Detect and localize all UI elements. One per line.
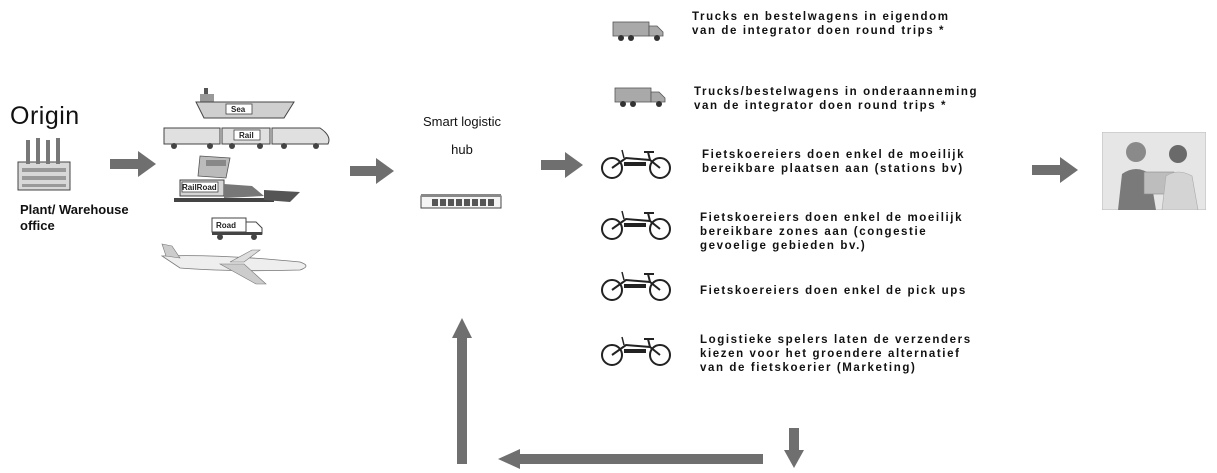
arrow-right-icon (350, 158, 394, 184)
option-text-4: Fietskoereiers doen enkel de moeilijk be… (700, 212, 964, 252)
origin-subtitle-line1: Plant/ Warehouse (20, 202, 129, 217)
hub-title-line1: Smart logistic (422, 114, 502, 129)
origin-subtitle-line2: office (20, 218, 55, 233)
option-text-6: Logistieke spelers laten de verzenders k… (700, 334, 972, 374)
truck-icon (614, 87, 666, 107)
arrow-left-icon (498, 449, 763, 469)
origin-subtitle: Plant/ Warehouse office (20, 202, 150, 234)
transport-modes: Sea Rail RailRoad Road (160, 88, 330, 285)
option-text-3: Fietskoereiers doen enkel de moeilijk be… (702, 149, 966, 175)
cargo-bike-icon (601, 149, 671, 179)
truck-icon (612, 21, 664, 41)
road-label: Road (216, 221, 236, 230)
cargo-bike-icon (601, 271, 671, 301)
arrow-right-icon (1032, 157, 1078, 183)
arrow-right-icon (110, 151, 156, 177)
arrow-down-icon (784, 428, 804, 468)
delivery-photo (1102, 132, 1206, 210)
airplane-icon (160, 243, 307, 285)
option-text-2: Trucks/bestelwagens in onderaanneming va… (694, 86, 979, 112)
hub-title-line2: hub (451, 142, 473, 157)
factory-icon (17, 138, 71, 191)
rail-label: Rail (239, 131, 254, 140)
origin-title: Origin (10, 102, 80, 130)
cargo-bike-icon (601, 336, 671, 366)
road-truck-icon: Road (211, 217, 263, 240)
cargo-bike-icon (601, 210, 671, 240)
railroad-icon: RailRoad (174, 155, 300, 202)
train-icon: Rail (163, 127, 330, 149)
railroad-label: RailRoad (182, 183, 217, 192)
warehouse-icon (420, 194, 502, 209)
option-text-1: Trucks en bestelwagens in eigendom van d… (692, 11, 950, 37)
arrow-up-icon (452, 318, 472, 464)
sea-label: Sea (231, 105, 246, 114)
arrow-right-icon (541, 152, 583, 178)
option-text-5: Fietskoereiers doen enkel de pick ups (700, 285, 967, 297)
ship-icon: Sea (195, 88, 295, 119)
hub-title: Smart logistic hub (407, 108, 517, 164)
